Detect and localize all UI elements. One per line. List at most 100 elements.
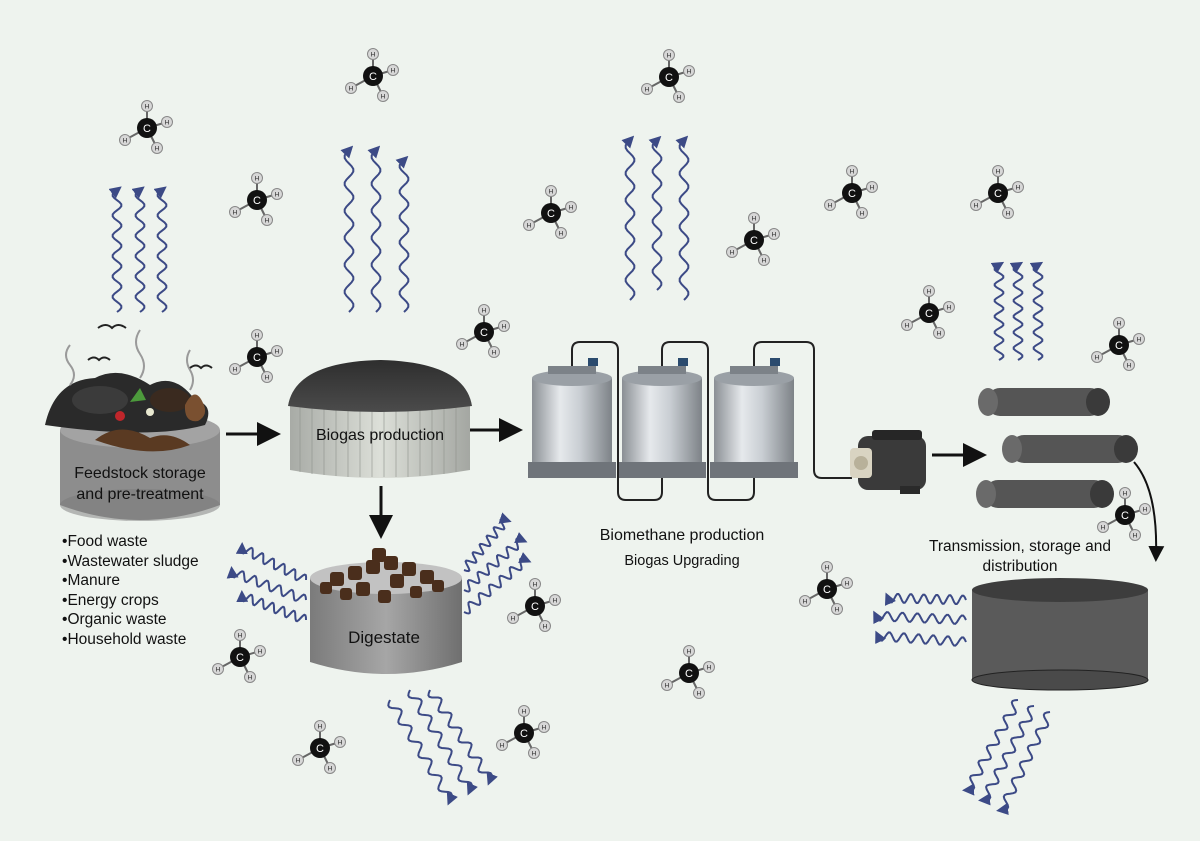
hydrogen-symbol: H — [803, 599, 808, 606]
carbon-symbol: C — [480, 327, 488, 339]
emission-wave — [996, 711, 1051, 816]
hydrogen-symbol: H — [500, 743, 505, 750]
hydrogen-symbol: H — [328, 766, 333, 773]
hydrogen-atom — [478, 304, 490, 316]
emission-wave — [463, 512, 512, 573]
carbon-symbol: C — [253, 195, 261, 207]
carbon-symbol: C — [685, 668, 693, 680]
feedstock-item: Household waste — [62, 630, 212, 650]
hydrogen-atom — [866, 181, 878, 193]
hydrogen-symbol: H — [947, 305, 952, 312]
hydrogen-symbol: H — [1137, 337, 1142, 344]
emission-wave — [648, 135, 663, 291]
arrow-pipelines-to-storage — [1133, 461, 1165, 562]
hydrogen-atom — [661, 679, 673, 691]
feedstock-item: Food waste — [62, 532, 212, 552]
hydrogen-atom — [1119, 487, 1131, 499]
hydrogen-atom — [748, 212, 760, 224]
hydrogen-atom — [271, 345, 283, 357]
hydrogen-symbol: H — [145, 104, 150, 111]
carbon-symbol: C — [316, 743, 324, 755]
emission-wave — [884, 592, 967, 606]
hydrogen-symbol: H — [1117, 321, 1122, 328]
hydrogen-atom — [1139, 503, 1151, 515]
emission-wave — [108, 186, 123, 313]
hydrogen-symbol: H — [255, 176, 260, 183]
hydrogen-symbol: H — [296, 758, 301, 765]
upgrading-tank — [618, 358, 706, 478]
emission-wave — [875, 630, 967, 647]
hydrogen-symbol: H — [255, 333, 260, 340]
feedstock-label-line1: Feedstock storage — [74, 465, 206, 482]
emission-wave — [395, 155, 410, 313]
carbon-symbol: C — [531, 601, 539, 613]
biomethane-title: Biomethane production — [600, 527, 765, 544]
hydrogen-atom — [821, 561, 833, 573]
hydrogen-atom — [841, 577, 853, 589]
hydrogen-symbol: H — [216, 667, 221, 674]
hydrogen-atom — [565, 201, 577, 213]
hydrogen-symbol: H — [645, 87, 650, 94]
hydrogen-atom — [549, 594, 561, 606]
hydrogen-atom — [1133, 333, 1145, 345]
carbon-atom — [474, 322, 494, 342]
hydrogen-atom — [538, 721, 550, 733]
carbon-symbol: C — [236, 652, 244, 664]
hydrogen-atom — [768, 228, 780, 240]
hydrogen-atom — [992, 165, 1004, 177]
hydrogen-symbol: H — [1123, 491, 1128, 498]
hydrogen-symbol: H — [553, 598, 558, 605]
hydrogen-atom — [693, 687, 705, 699]
digestate-label: Digestate — [348, 628, 420, 647]
hydrogen-symbol: H — [974, 203, 979, 210]
carbon-atom — [247, 347, 267, 367]
emission-wave — [153, 186, 168, 313]
hydrogen-atom — [261, 214, 273, 226]
transmission-label-line1: Transmission, storage and — [929, 538, 1111, 555]
carbon-atom — [247, 190, 267, 210]
hydrogen-atom — [367, 48, 379, 60]
hydrogen-symbol: H — [165, 120, 170, 127]
hydrogen-symbol: H — [730, 250, 735, 257]
hydrogen-symbol: H — [549, 189, 554, 196]
hydrogen-atom — [1002, 207, 1014, 219]
feedstock-item: Energy crops — [62, 591, 212, 611]
hydrogen-atom — [555, 227, 567, 239]
hydrogen-symbol: H — [845, 581, 850, 588]
emission-wave — [407, 689, 478, 796]
hydrogen-atom — [529, 578, 541, 590]
emission-wave — [427, 689, 498, 786]
hydrogen-symbol: H — [1127, 363, 1132, 370]
emission-wave — [990, 261, 1005, 361]
hydrogen-symbol: H — [1006, 211, 1011, 218]
carbon-atom — [541, 203, 561, 223]
hydrogen-atom — [528, 747, 540, 759]
carbon-symbol: C — [823, 584, 831, 596]
hydrogen-symbol: H — [275, 192, 280, 199]
hydrogen-atom — [726, 246, 738, 258]
feedstock-list: Food waste Wastewater sludge Manure Ener… — [62, 532, 212, 649]
hydrogen-symbol: H — [1016, 185, 1021, 192]
hydrogen-symbol: H — [482, 308, 487, 315]
storage-tank — [971, 578, 1149, 691]
hydrogen-atom — [539, 620, 551, 632]
hydrogen-symbol: H — [825, 565, 830, 572]
hydrogen-symbol: H — [391, 68, 396, 75]
emission-wave — [226, 566, 307, 602]
hydrogen-atom — [377, 90, 389, 102]
hydrogen-atom — [799, 595, 811, 607]
hydrogen-symbol: H — [532, 751, 537, 758]
hydrogen-symbol: H — [762, 258, 767, 265]
hydrogen-symbol: H — [677, 95, 682, 102]
